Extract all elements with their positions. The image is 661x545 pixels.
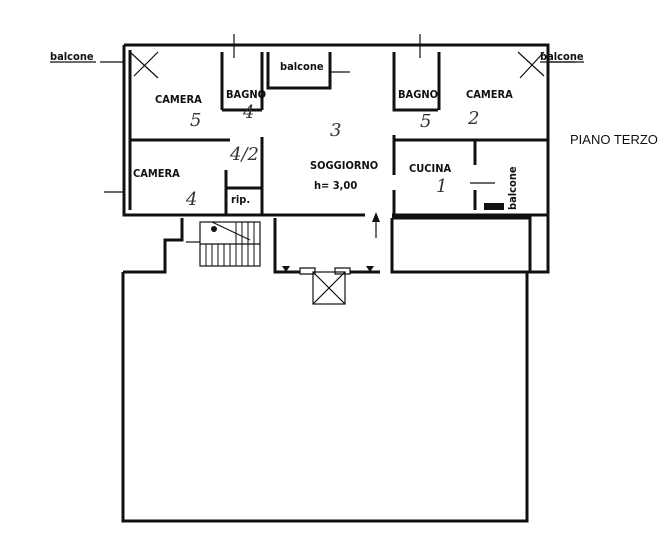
handwritten-4b: 4 xyxy=(185,189,197,210)
room-soggiorno: SOGGIORNO xyxy=(310,159,378,172)
handwritten-1: 1 xyxy=(436,176,447,197)
room-height: h= 3,00 xyxy=(314,179,357,192)
room-ripostiglio: rip. xyxy=(231,193,250,206)
room-camera-w: CAMERA xyxy=(133,167,180,180)
handwritten-4: 4 xyxy=(242,102,254,123)
room-bagno-w: BAGNO xyxy=(226,88,266,101)
balcone-right-label: balcone xyxy=(540,50,584,63)
room-bagno-e: BAGNO xyxy=(398,88,438,101)
room-balcone-right: balcone xyxy=(506,166,519,210)
room-cucina: CUCINA xyxy=(409,162,452,175)
handwritten-3: 3 xyxy=(330,120,341,141)
lower-building xyxy=(121,212,550,523)
staircase xyxy=(186,203,504,267)
room-balcone-top: balcone xyxy=(280,60,324,73)
handwritten-5b: 5 xyxy=(420,111,431,132)
room-camera-ne: CAMERA xyxy=(466,88,513,101)
balcone-left-label: balcone xyxy=(50,50,94,63)
handwritten-4-2: 4/2 xyxy=(229,144,259,165)
room-camera-nw: CAMERA xyxy=(155,93,202,106)
floor-title: PIANO TERZO xyxy=(570,132,658,147)
apartment-walls xyxy=(122,43,550,217)
handwritten-5: 5 xyxy=(190,110,201,131)
handwritten-2: 2 xyxy=(467,108,479,129)
